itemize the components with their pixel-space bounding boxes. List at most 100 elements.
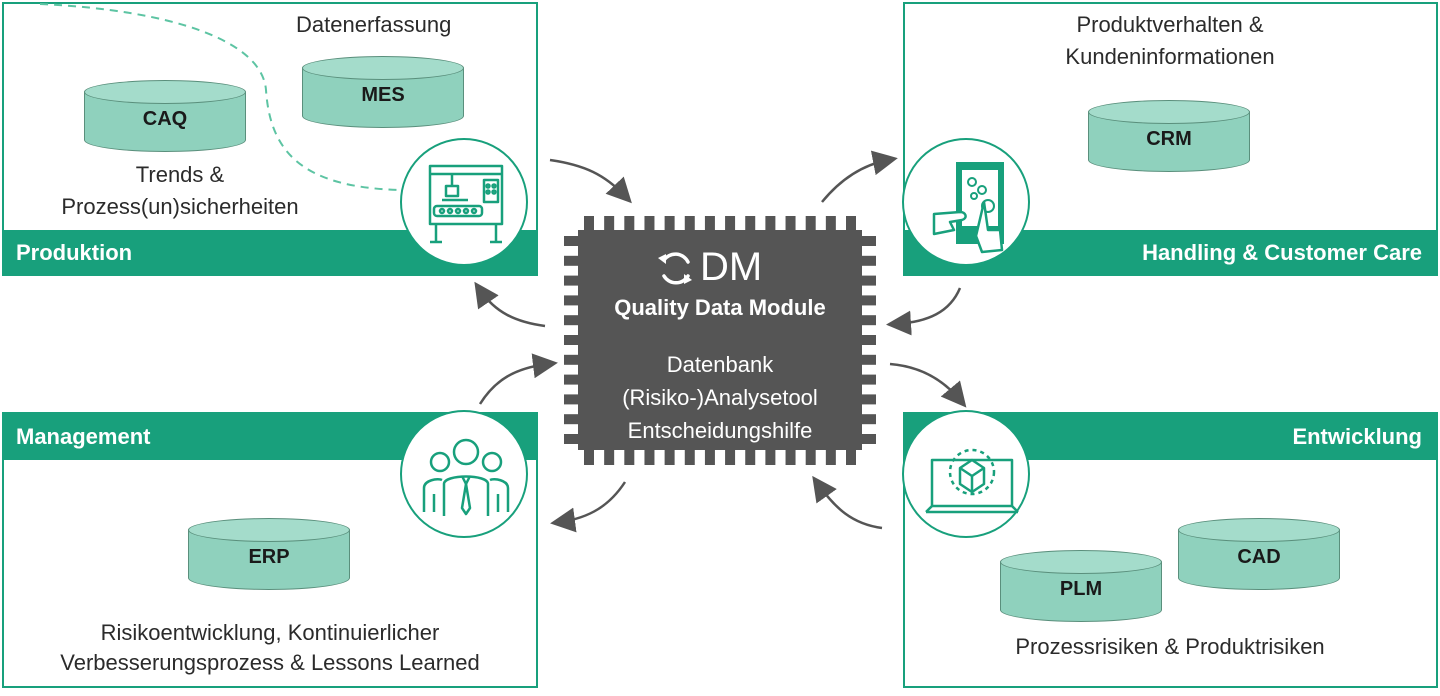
produktion-top-label: Datenerfassung	[296, 12, 452, 37]
chip-pin	[846, 450, 856, 465]
mes-database: MES	[302, 56, 464, 128]
chip-pin	[704, 216, 715, 231]
chip-pin	[564, 275, 579, 286]
cad-database-label: CAD	[1237, 546, 1281, 568]
handling-icon-circle	[902, 138, 1030, 266]
chip-pin	[861, 374, 876, 385]
chip-pin	[644, 216, 655, 231]
cad-database: CAD	[1178, 518, 1340, 590]
chip-pin	[564, 315, 579, 326]
arrow-center-to-produktion	[474, 281, 546, 328]
chip-pin	[846, 216, 856, 231]
chip-pin	[604, 450, 615, 465]
chip-pin	[765, 216, 776, 231]
produktion-icon-circle	[400, 138, 528, 266]
team-icon	[422, 438, 510, 516]
mes-database-label: MES	[361, 84, 405, 106]
chip-pin	[564, 394, 579, 405]
chip-pin	[861, 394, 876, 405]
chip-pin	[861, 236, 876, 246]
chip-pin	[584, 216, 594, 231]
chip-pin	[624, 450, 635, 465]
entwicklung-bar-title: Entwicklung	[1292, 424, 1422, 449]
module-name: Quality Data Module	[614, 295, 826, 320]
center-line-3: Entscheidungshilfe	[627, 418, 813, 443]
chip-pin	[861, 335, 876, 345]
chip-pin	[564, 374, 579, 385]
chip-pin	[745, 450, 756, 465]
management-icon-circle	[400, 410, 528, 538]
chip-pin	[825, 216, 836, 231]
laptop-cube-icon	[925, 448, 1019, 514]
refresh-q-icon	[658, 252, 692, 285]
chip-pin	[664, 450, 675, 465]
chip-pin	[725, 450, 736, 465]
arrow-handling-to-center	[886, 287, 962, 336]
chip-pin	[861, 414, 876, 425]
chip-pin	[825, 450, 836, 465]
produktion-side-label-1: Trends &	[135, 162, 225, 187]
chip-pin	[861, 255, 876, 266]
chip-pin	[861, 354, 876, 365]
chip-pin	[604, 216, 615, 231]
chip-pin	[785, 450, 796, 465]
center-line-1: Datenbank	[666, 352, 774, 377]
arrow-produktion-to-center	[549, 158, 632, 204]
touchscreen-hand-icon	[932, 162, 1004, 254]
chip-pin	[785, 216, 796, 231]
crm-database-label: CRM	[1146, 128, 1192, 150]
plm-database-label: PLM	[1059, 578, 1103, 600]
chip-pin	[684, 450, 695, 465]
chip-pin	[664, 216, 675, 231]
chip-pin	[861, 275, 876, 286]
handling-bar-title: Handling & Customer Care	[1142, 240, 1422, 265]
chip-pin	[564, 434, 579, 444]
qdm-logo: DM	[648, 244, 798, 290]
erp-database-label: ERP	[248, 546, 290, 568]
arrow-center-to-management	[550, 481, 627, 533]
arrow-center-to-entwicklung	[889, 362, 967, 408]
chip-pin	[624, 216, 635, 231]
chip-pin	[805, 450, 816, 465]
chip-pin	[861, 295, 876, 306]
chip-body	[578, 230, 862, 450]
chip-pin	[861, 434, 876, 444]
caq-database: CAQ	[84, 80, 246, 152]
chip-pin	[564, 335, 579, 345]
machine-icon	[428, 164, 504, 244]
crm-database: CRM	[1088, 100, 1250, 172]
chip-pin	[584, 450, 594, 465]
chip-pin	[861, 315, 876, 326]
chip-pin	[765, 450, 776, 465]
management-bar-title: Management	[16, 424, 151, 449]
chip-pin	[564, 414, 579, 425]
arrow-entwicklung-to-center	[812, 475, 883, 530]
plm-database: PLM	[1000, 550, 1162, 622]
chip-pin	[725, 216, 736, 231]
management-bottom-label-2: Verbesserungsprozess & Lessons Learned	[60, 650, 480, 675]
chip-pin	[644, 450, 655, 465]
handling-top-label-2: Kundeninformationen	[1065, 44, 1275, 69]
chip-pin	[564, 255, 579, 266]
chip-pin	[745, 216, 756, 231]
entwicklung-bottom-label: Prozessrisiken & Produktrisiken	[1015, 634, 1325, 659]
chip-pin	[564, 295, 579, 306]
arrow-center-to-handling	[821, 150, 898, 203]
produktion-side-label-2: Prozess(un)sicherheiten	[61, 194, 299, 219]
center-line-2: (Risiko-)Analysetool	[622, 385, 818, 410]
chip-pin	[684, 216, 695, 231]
chip-pin	[805, 216, 816, 231]
erp-database: ERP	[188, 518, 350, 590]
caq-database-label: CAQ	[142, 108, 188, 130]
management-bottom-label-1: Risikoentwicklung, Kontinuierlicher	[100, 620, 440, 645]
produktion-bar-title: Produktion	[16, 240, 133, 265]
chip-pin	[564, 354, 579, 365]
chip-pin	[564, 236, 579, 246]
logo-text: DM	[700, 245, 763, 289]
handling-top-label-1: Produktverhalten &	[1076, 12, 1264, 37]
entwicklung-icon-circle	[902, 410, 1030, 538]
chip-pin	[704, 450, 715, 465]
arrow-management-to-center	[478, 353, 558, 405]
